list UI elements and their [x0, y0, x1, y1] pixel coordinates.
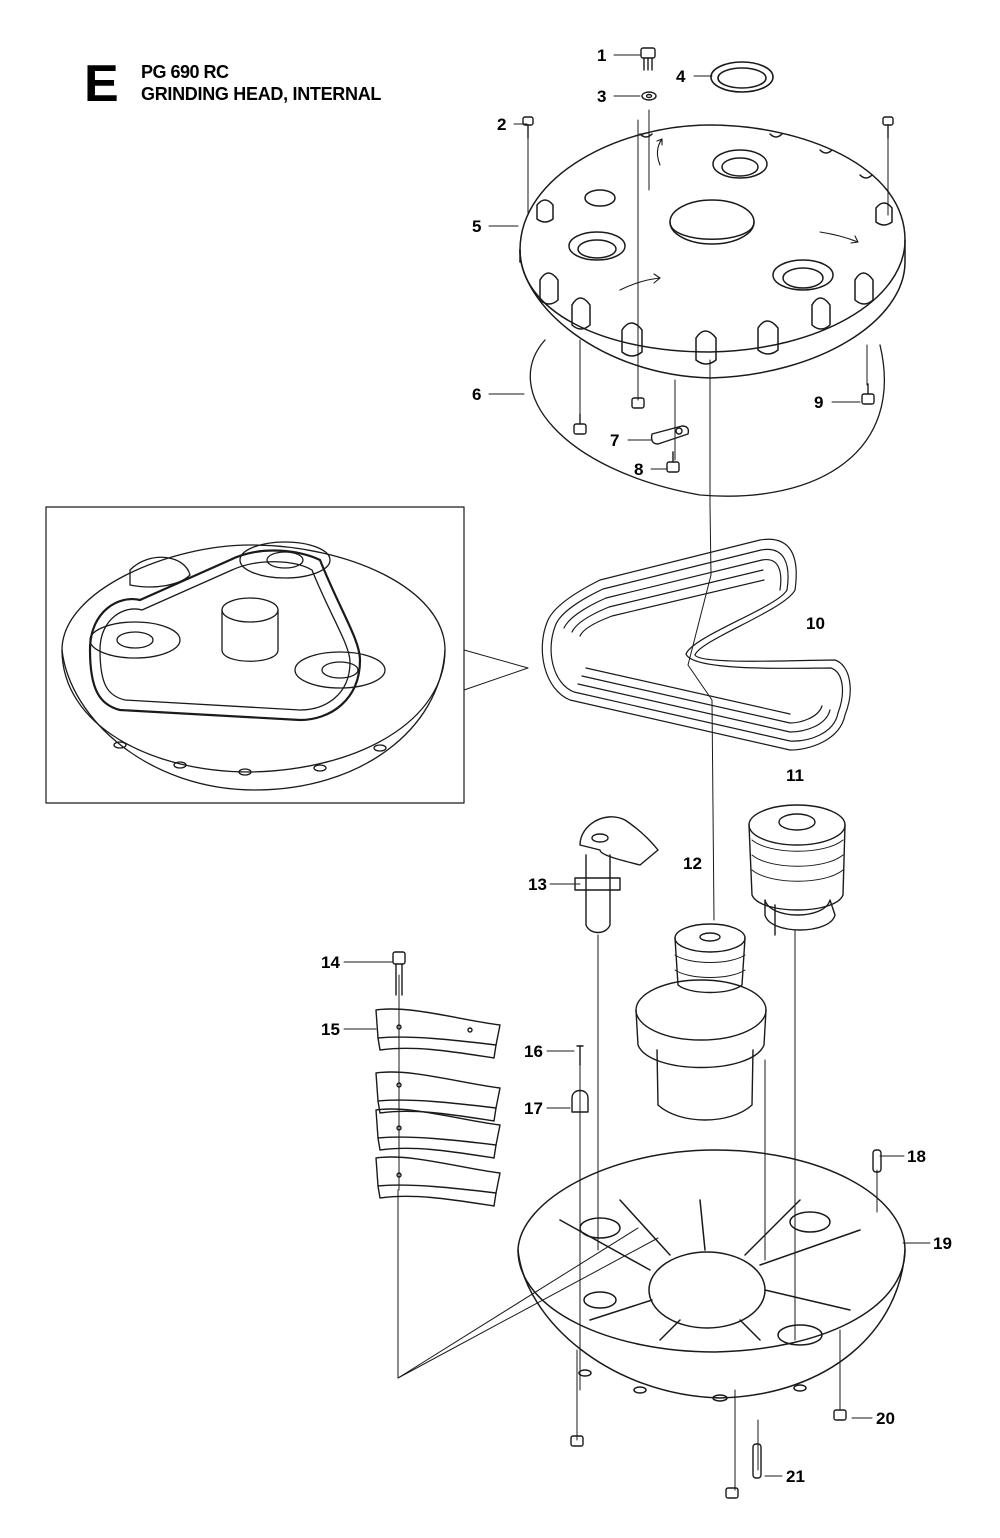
model-name: PG 690 RC [141, 62, 229, 82]
inset-assembled-view [45, 506, 529, 804]
part-5-top-cover [519, 124, 906, 379]
callout-15: 15 [321, 1020, 340, 1039]
callout-11: 11 [786, 766, 804, 785]
assembly-guide-lines [397, 109, 889, 1491]
diagram-title: GRINDING HEAD, INTERNAL [141, 84, 382, 104]
part-8-screw [666, 451, 680, 473]
part-10-belt [541, 538, 851, 751]
part-11-pulley [748, 804, 846, 936]
callout-5: 5 [472, 217, 482, 236]
cover-screw-left [573, 413, 587, 435]
part-16-pin [576, 1045, 584, 1066]
part-6-gasket-disc [529, 339, 885, 497]
part-2-bolt-right [882, 116, 894, 139]
part-15-weight-plates [375, 1008, 501, 1207]
callout-13: 13 [528, 875, 547, 894]
part-20-screw [833, 1409, 847, 1421]
part-18-pin [872, 1149, 882, 1173]
part-4-seal-ring [710, 61, 774, 93]
part-13-tensioner [574, 816, 659, 934]
base-screw-bottom [725, 1487, 739, 1499]
leader-lines [343, 54, 931, 1477]
part-7-lever [650, 425, 690, 445]
base-screw-left [570, 1435, 584, 1447]
callout-2: 2 [497, 115, 507, 134]
callout-20: 20 [876, 1409, 895, 1428]
callout-21: 21 [786, 1467, 805, 1486]
callout-4: 4 [676, 67, 686, 86]
cover-screw-center [631, 397, 645, 409]
callout-17: 17 [524, 1099, 543, 1118]
part-19-base-housing [517, 1149, 906, 1402]
callout-8: 8 [634, 460, 644, 479]
section-letter: E [84, 55, 119, 113]
callout-3: 3 [597, 87, 607, 106]
callout-10: 10 [806, 614, 825, 633]
callout-9: 9 [814, 393, 824, 412]
callout-12: 12 [683, 854, 702, 873]
callout-1: 1 [597, 46, 607, 65]
part-1-screw [640, 47, 656, 71]
callout-7: 7 [610, 431, 620, 450]
part-12-drive-unit [635, 923, 767, 1121]
callout-14: 14 [321, 953, 340, 972]
callout-6: 6 [472, 385, 482, 404]
callout-16: 16 [524, 1042, 543, 1061]
part-3-washer [641, 91, 657, 101]
callout-19: 19 [933, 1234, 952, 1253]
part-17-plug [571, 1089, 589, 1113]
part-14-bolt [392, 951, 406, 996]
callout-18: 18 [907, 1147, 926, 1166]
part-21-pin [752, 1443, 762, 1479]
part-9-screw [861, 383, 875, 405]
part-2-bolt [522, 116, 534, 139]
